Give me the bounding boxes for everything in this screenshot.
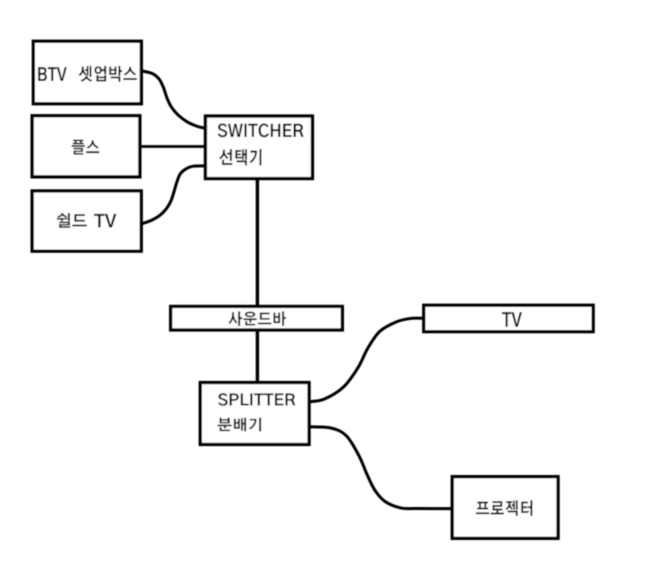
btv-settop-label-art [38, 65, 137, 82]
edge-shield-tv-to-switcher [140, 164, 206, 226]
shield-tv-box [30, 189, 143, 253]
tv-label-art [501, 312, 522, 327]
projector-label-art [475, 500, 533, 517]
splitter-label-art [217, 393, 296, 432]
switcher-label-art [217, 123, 304, 166]
soundbar-label-art [228, 311, 287, 326]
edge-splitter-to-projector [308, 425, 453, 511]
playstation-box [30, 114, 142, 179]
playstation-label-art [71, 139, 100, 155]
soundbar-box [168, 304, 344, 332]
shield-tv-label-art [56, 213, 117, 228]
edge-btv-settop-to-switcher [141, 69, 206, 130]
tv-box [422, 303, 595, 334]
switcher-box [203, 114, 315, 181]
edge-splitter-to-tv [308, 316, 424, 404]
projector-box [450, 474, 560, 540]
splitter-box [198, 380, 311, 447]
